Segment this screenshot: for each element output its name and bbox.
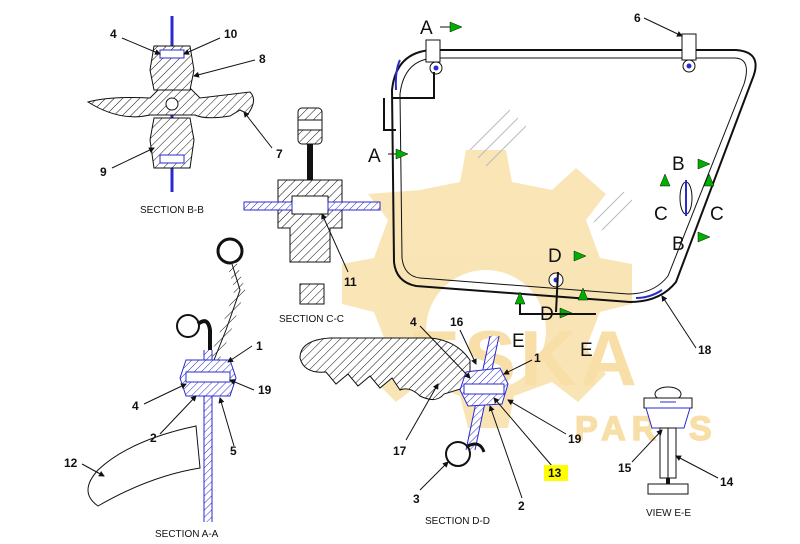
callout-cc-11: 11 — [344, 275, 357, 289]
callout-bb-4: 4 — [110, 27, 117, 41]
callout-bb-10: 10 — [224, 27, 238, 41]
callout-bb-7: 7 — [276, 147, 283, 161]
mark-c-left: C — [654, 204, 668, 225]
mark-b-bottom: B — [672, 234, 685, 255]
mark-c-right: C — [710, 204, 724, 225]
callout-dd-19: 19 — [568, 432, 582, 446]
mark-e-right: E — [580, 340, 593, 361]
callout-bb-8: 8 — [259, 52, 266, 66]
watermark-sub: PARTS — [575, 410, 718, 448]
mark-d-top: D — [548, 246, 562, 267]
section-cc-title: SECTION C-C — [279, 314, 344, 325]
callout-aa-12: 12 — [64, 456, 78, 470]
view-ee-title: VIEW E-E — [646, 508, 691, 519]
callout-bb-9: 9 — [100, 165, 107, 179]
section-bb-title: SECTION B-B — [140, 205, 204, 216]
mark-a-bottom: A — [368, 146, 381, 167]
callout-dd-3: 3 — [413, 492, 420, 506]
callout-dd-4: 4 — [410, 315, 417, 329]
callout-window-6: 6 — [634, 11, 641, 25]
section-dd: 4 16 1 17 19 3 2 13 SECTION D-D — [299, 315, 582, 527]
section-aa: 1 19 4 2 5 12 SECTION A-A — [64, 237, 272, 540]
mark-e-left: E — [512, 331, 525, 352]
callout-ee-15: 15 — [618, 461, 632, 475]
callout-dd-17: 17 — [393, 444, 407, 458]
callout-aa-5: 5 — [230, 444, 237, 458]
window-view: 6 18 A A B B C C D D E E — [368, 11, 757, 361]
callout-aa-2: 2 — [150, 431, 157, 445]
callout-window-18: 18 — [698, 343, 712, 357]
callout-dd-1: 1 — [534, 351, 541, 365]
callout-ee-14: 14 — [720, 475, 734, 489]
callout-dd-2: 2 — [518, 499, 525, 513]
mark-b-top: B — [672, 154, 685, 175]
view-ee: 15 14 VIEW E-E — [618, 386, 734, 519]
section-bb: 4 10 8 7 9 SECTION B-B — [86, 16, 283, 216]
callout-dd-13[interactable]: 13 — [548, 466, 562, 480]
callout-dd-16: 16 — [450, 315, 464, 329]
callout-aa-19: 19 — [258, 383, 272, 397]
section-dd-title: SECTION D-D — [425, 516, 490, 527]
callout-aa-4: 4 — [132, 399, 139, 413]
section-aa-title: SECTION A-A — [155, 529, 219, 540]
callout-highlight — [544, 465, 568, 481]
callout-aa-1: 1 — [256, 339, 263, 353]
mark-a-top: A — [420, 18, 433, 39]
section-cc: 11 SECTION C-C — [243, 107, 381, 325]
